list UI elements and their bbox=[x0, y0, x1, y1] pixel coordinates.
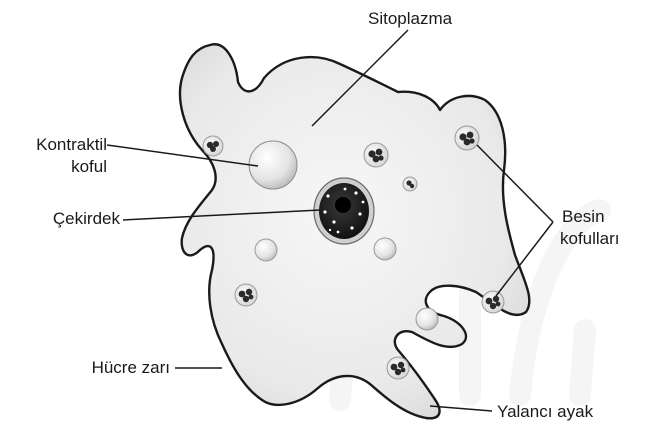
food-vacuole bbox=[403, 177, 417, 191]
food-vacuole bbox=[235, 284, 257, 306]
label-pseudopod: Yalancı ayak bbox=[497, 402, 594, 421]
food-vacuole bbox=[387, 357, 409, 379]
label-food-vacuoles-line2: kofulları bbox=[560, 229, 620, 248]
label-contractile-vacuole-line2: koful bbox=[71, 157, 107, 176]
label-cytoplasm: Sitoplazma bbox=[368, 9, 453, 28]
label-contractile-vacuole-line1: Kontraktil bbox=[36, 135, 107, 154]
small-vacuole bbox=[416, 308, 438, 330]
nucleus bbox=[314, 178, 374, 244]
label-nucleus: Çekirdek bbox=[53, 209, 121, 228]
food-vacuole bbox=[455, 126, 479, 150]
small-vacuole bbox=[374, 238, 396, 260]
food-vacuole bbox=[203, 136, 223, 156]
food-vacuole bbox=[482, 291, 504, 313]
label-cell-membrane: Hücre zarı bbox=[92, 358, 170, 377]
small-vacuole bbox=[255, 239, 277, 261]
label-food-vacuoles-line1: Besin bbox=[562, 207, 605, 226]
food-vacuole bbox=[364, 143, 388, 167]
